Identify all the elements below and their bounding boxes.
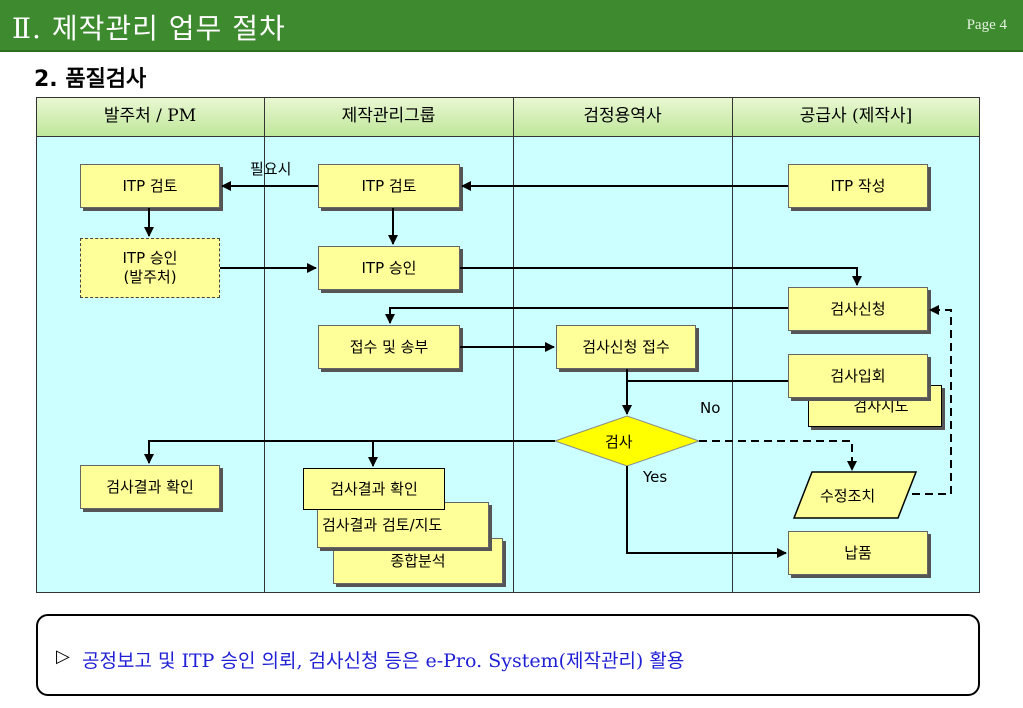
- title-bar: Ⅱ. 제작관리 업무 절차 Page 4: [0, 0, 1023, 52]
- itp-review-mgmt-box: ITP 검토: [318, 164, 460, 208]
- node-label: ITP 작성: [830, 176, 886, 195]
- no-label: No: [700, 399, 721, 417]
- triangle-icon: ▷: [56, 646, 70, 667]
- lane-header-client: 발주처 / PM: [103, 106, 197, 126]
- lane-divider: [264, 97, 265, 593]
- footer-note: ▷ 공정보고 및 ITP 승인 의뢰, 검사신청 등은 e-Pro. Syste…: [36, 614, 980, 696]
- itp-approve-mgmt-box: ITP 승인: [318, 246, 460, 290]
- inspection-attend-box: 검사입회: [788, 354, 928, 398]
- result-confirm-client-box: 검사결과 확인: [80, 465, 220, 509]
- node-label: 검사결과 검토/지도: [322, 515, 443, 534]
- itp-write-box: ITP 작성: [788, 164, 928, 208]
- arrow: [626, 466, 787, 558]
- arrow: [144, 440, 555, 464]
- inspection-request-receipt-box: 검사신청 접수: [556, 325, 696, 369]
- delivery-box: 납품: [788, 531, 928, 575]
- node-label: 검사신청 접수: [582, 337, 670, 356]
- yes-label: Yes: [643, 468, 668, 486]
- node-label: ITP 검토: [361, 176, 417, 195]
- lane-header-row: [36, 97, 980, 137]
- result-confirm-mgmt-box: 검사결과 확인: [303, 468, 445, 510]
- node-label: 검사결과 확인: [106, 477, 194, 496]
- page-number: Page 4: [966, 17, 1007, 33]
- node-label: 접수 및 송부: [349, 337, 429, 356]
- inspection-request-box: 검사신청: [788, 287, 928, 331]
- node-label: 검사결과 확인: [330, 479, 418, 498]
- node-label: 검사신청: [830, 299, 886, 318]
- if-needed-label: 필요시: [250, 160, 292, 178]
- lane-divider: [732, 97, 733, 593]
- lane-header-supplier: 공급사 (제작사]: [799, 106, 913, 126]
- itp-review-client-box: ITP 검토: [80, 164, 220, 208]
- decision-label: 검사: [605, 433, 633, 451]
- node-label: (발주처): [123, 268, 177, 286]
- lane-header-mgmt: 제작관리그룹: [341, 106, 436, 126]
- itp-approve-client-box: ITP 승인 (발주처): [80, 238, 220, 298]
- section-title: 2. 품질검사: [34, 67, 147, 92]
- node-label: ITP 검토: [122, 176, 178, 195]
- node-label: 검사입회: [830, 366, 886, 385]
- node-label: 납품: [844, 543, 872, 562]
- dashed-arrow: [699, 440, 857, 471]
- arrow: [460, 267, 862, 286]
- page-title: Ⅱ. 제작관리 업무 절차: [12, 12, 286, 45]
- corrective-action-shape: [792, 471, 918, 519]
- node-label: 검사지도: [853, 396, 909, 415]
- lane-divider: [513, 97, 514, 593]
- node-label: ITP 승인: [122, 249, 178, 268]
- lane-header-inspector: 검정용역사: [583, 106, 662, 126]
- corrective-action-label: 수정조치: [820, 487, 876, 505]
- node-label: ITP 승인: [361, 258, 417, 277]
- dashed-arrow: [912, 305, 952, 495]
- arrow: [385, 307, 788, 324]
- footer-note-text: 공정보고 및 ITP 승인 의뢰, 검사신청 등은 e-Pro. System(…: [82, 650, 685, 672]
- node-label: 종합분석: [390, 551, 446, 570]
- receipt-send-box: 접수 및 송부: [318, 325, 460, 369]
